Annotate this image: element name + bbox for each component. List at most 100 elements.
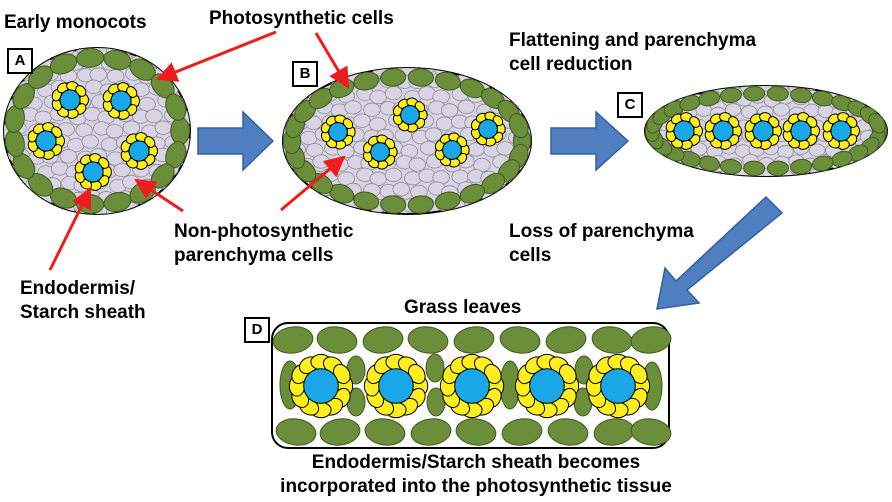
transition-arrow-b-c: [550, 110, 630, 172]
vascular-core: [59, 89, 81, 111]
label-bottom-line2: incorporated into the photosynthetic tis…: [280, 476, 672, 497]
photosynthetic-cell: [380, 68, 407, 87]
vascular-bundle: [120, 132, 158, 170]
label-bottom-line1: Endodermis/Starch sheath becomes: [311, 452, 641, 473]
vascular-core: [128, 140, 150, 162]
vascular-bundle: [288, 353, 354, 419]
transition-arrow-c-d: [656, 195, 784, 310]
vascular-core: [82, 161, 104, 183]
label-loss-line2: cells: [509, 245, 552, 266]
photosynthetic-cell: [743, 160, 766, 177]
vascular-bundle: [320, 114, 356, 150]
photosynthetic-cell: [501, 418, 543, 446]
photosynthetic-cell: [316, 326, 358, 354]
photosynthetic-cell: [364, 418, 406, 446]
vascular-bundle: [392, 97, 428, 133]
photosynthetic-cell: [766, 160, 789, 177]
photosynthetic-cell: [868, 112, 886, 134]
photosynthetic-cell: [362, 326, 404, 354]
vascular-bundle: [74, 153, 112, 191]
photosynthetic-cell: [811, 155, 834, 172]
vascular-core: [378, 368, 414, 404]
vascular-core: [454, 368, 490, 404]
vascular-bundle: [434, 132, 470, 168]
panel-label-a: A: [7, 48, 33, 74]
vascular-core: [110, 90, 132, 112]
vascular-core: [673, 120, 695, 142]
photosynthetic-cell: [545, 326, 587, 354]
photosynthetic-cell: [630, 326, 672, 354]
vascular-bundle: [782, 112, 820, 150]
photosynthetic-cell: [272, 326, 314, 354]
photosynthetic-cell: [719, 158, 742, 175]
pointer-photo-to-b: [314, 32, 350, 89]
photosynthetic-cell: [380, 195, 407, 214]
cross-section-c: [644, 85, 888, 177]
vascular-bundle: [704, 112, 742, 150]
photosynthetic-cell: [499, 326, 541, 354]
vascular-core: [830, 120, 852, 142]
label-loss-line1: Loss of parenchyma: [509, 221, 694, 242]
transition-arrow-a-b: [197, 110, 275, 172]
vascular-bundle: [822, 112, 860, 150]
photosynthetic-cell: [407, 326, 449, 354]
vascular-bundle: [470, 111, 506, 147]
photosynthetic-cell: [353, 71, 380, 91]
vascular-core: [478, 119, 498, 139]
photosynthetic-cell: [434, 191, 461, 211]
photosynthetic-cell: [319, 418, 361, 446]
vascular-bundle: [514, 353, 580, 419]
panel-label-d: D: [244, 317, 270, 343]
photosynthetic-cell: [410, 418, 452, 446]
photosynthetic-cell: [407, 195, 434, 214]
panel-label-b: B: [292, 61, 318, 87]
pointer-nonphoto-to-b: [280, 155, 346, 212]
vascular-bundle: [27, 122, 65, 160]
photosynthetic-cell: [170, 116, 191, 146]
pointer-endodermis-to-a: [48, 187, 92, 271]
label-flattening-line2: cell reduction: [509, 54, 633, 75]
photosynthetic-cell: [743, 85, 766, 102]
photosynthetic-cell: [459, 183, 485, 204]
photosynthetic-cell: [698, 90, 721, 107]
vascular-bundle: [744, 112, 782, 150]
photosynthetic-cell: [275, 418, 317, 446]
pointer-nonphoto-to-a: [134, 178, 184, 213]
label-endodermis-line1: Endodermis/: [20, 278, 136, 299]
cross-section-d: [271, 322, 672, 449]
vascular-bundle: [102, 82, 140, 120]
pointer-photo-to-a: [156, 30, 277, 82]
photosynthetic-cell: [547, 418, 589, 446]
vascular-core: [790, 120, 812, 142]
vascular-core: [370, 142, 390, 162]
photosynthetic-cell: [407, 68, 434, 87]
photosynthetic-cell: [455, 418, 497, 446]
photosynthetic-cell: [719, 87, 742, 104]
vascular-bundle: [51, 81, 89, 119]
photosynthetic-cell: [453, 326, 495, 354]
vascular-core: [303, 368, 339, 404]
vascular-bundle: [439, 353, 505, 419]
label-endodermis-line2: Starch sheath: [20, 302, 146, 323]
photosynthetic-cell: [790, 87, 813, 104]
vascular-bundle: [362, 134, 398, 170]
photosynthetic-cell: [790, 158, 813, 175]
label-photosynthetic-cells: Photosynthetic cells: [209, 8, 394, 29]
photosynthetic-cell: [630, 418, 672, 446]
vascular-core: [712, 120, 734, 142]
photosynthetic-cell: [508, 113, 529, 139]
vascular-core: [529, 368, 565, 404]
vascular-core: [328, 122, 348, 142]
photosynthetic-cell: [165, 93, 187, 121]
vascular-bundle: [585, 353, 651, 419]
label-nonphoto-line2: parenchyma cells: [174, 245, 334, 266]
label-early-monocots: Early monocots: [4, 12, 147, 33]
panel-label-c: C: [617, 92, 643, 118]
vascular-core: [752, 120, 774, 142]
label-flattening-line1: Flattening and parenchyma: [509, 30, 757, 51]
vascular-bundle: [363, 353, 429, 419]
vascular-bundle: [665, 112, 703, 150]
photosynthetic-cell: [766, 85, 789, 102]
vascular-core: [400, 105, 420, 125]
